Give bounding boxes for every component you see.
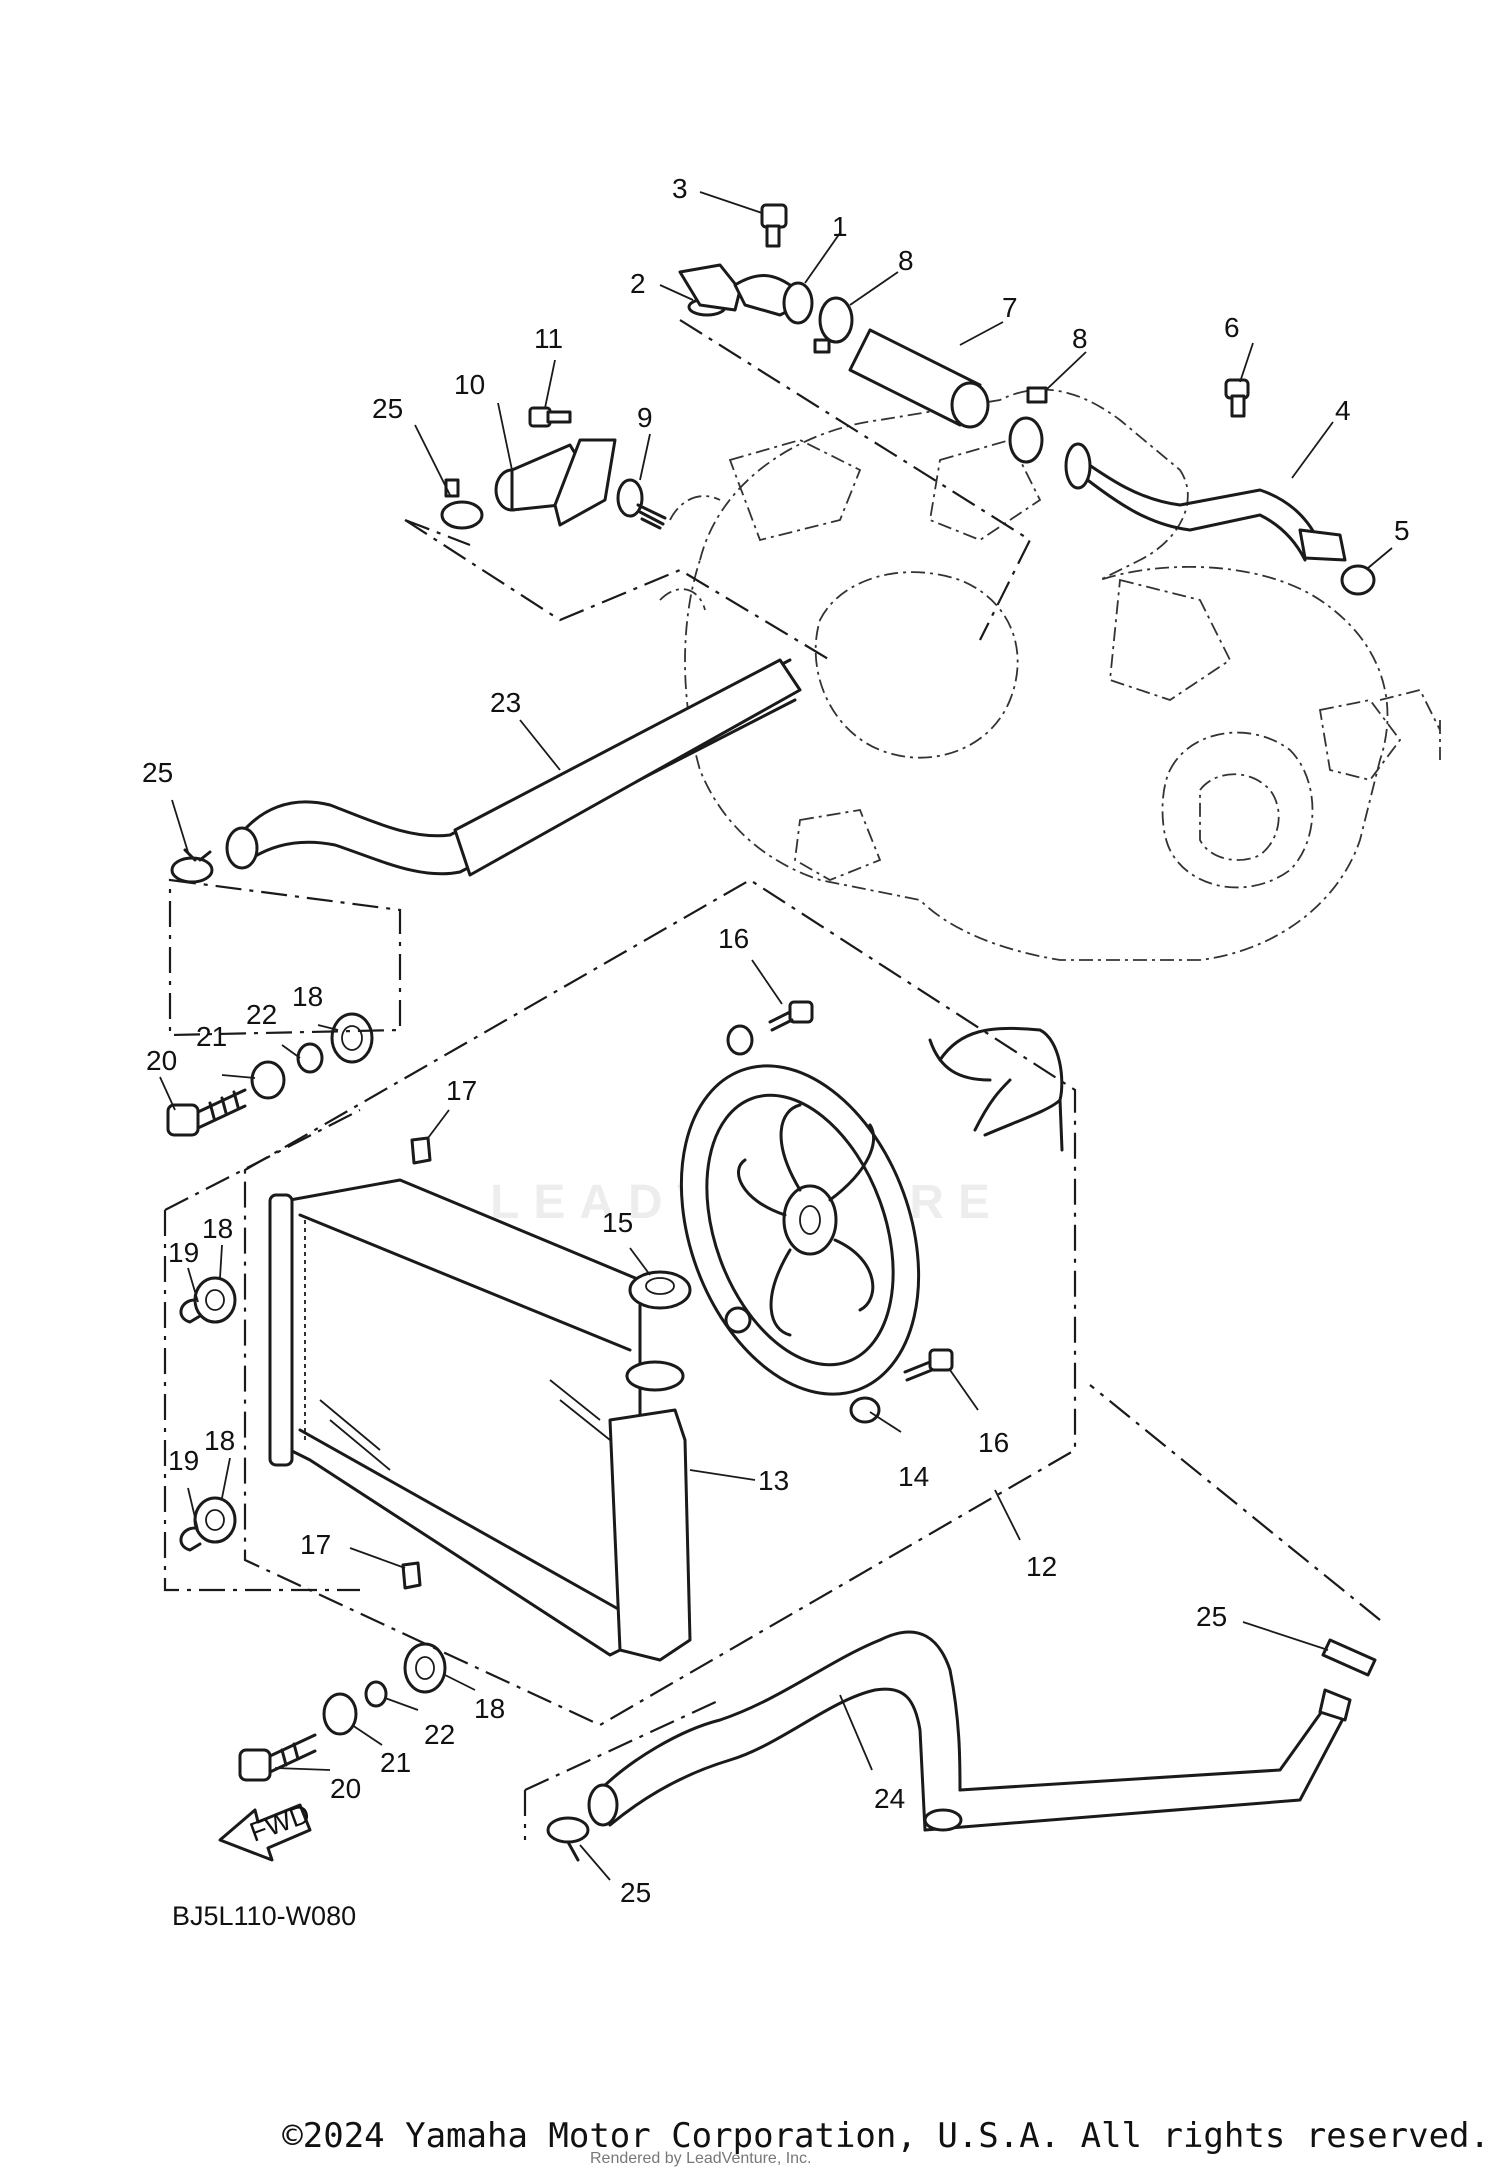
hose-clamp-part-8a xyxy=(813,296,854,354)
hose-clamp-part-8b xyxy=(1008,386,1048,464)
bolt-part-6 xyxy=(1224,378,1250,418)
nut-clip-part-17b xyxy=(401,1561,422,1590)
callout-14: 14 xyxy=(898,1461,929,1492)
thermostat-part-9 xyxy=(616,478,667,530)
nut-clip-part-17a xyxy=(410,1136,432,1165)
o-ring-part-5 xyxy=(1340,564,1376,596)
clamp-part-25d xyxy=(546,1816,590,1862)
callout-22a: 22 xyxy=(246,999,277,1030)
callout-6: 6 xyxy=(1224,312,1240,343)
callout-9: 9 xyxy=(637,402,653,433)
leader-lines xyxy=(159,191,1393,1881)
callout-7: 7 xyxy=(1002,292,1018,323)
callout-17a: 17 xyxy=(446,1075,477,1106)
callout-16a: 16 xyxy=(718,923,749,954)
callout-24: 24 xyxy=(874,1783,905,1814)
callout-18a: 18 xyxy=(292,981,323,1012)
callout-4: 4 xyxy=(1335,395,1351,426)
pipe-part-4 xyxy=(1064,442,1347,562)
callout-25d: 25 xyxy=(620,1877,651,1908)
callout-13: 13 xyxy=(758,1465,789,1496)
radiator-part-13 xyxy=(268,1178,692,1662)
bolt-part-3 xyxy=(760,203,788,248)
callout-17b: 17 xyxy=(300,1529,331,1560)
callout-25a: 25 xyxy=(372,393,403,424)
callout-19a: 19 xyxy=(168,1237,199,1268)
callout-15: 15 xyxy=(602,1207,633,1238)
upper-hose-part-23 xyxy=(225,658,802,877)
outlet-elbow-part-1 xyxy=(678,263,814,325)
callout-18d: 18 xyxy=(474,1693,505,1724)
copyright-notice: ©2024 Yamaha Motor Corporation, U.S.A. A… xyxy=(282,2116,1490,2156)
lower-hose-part-24 xyxy=(587,1630,1352,1832)
callout-18b: 18 xyxy=(202,1213,233,1244)
callout-20a: 20 xyxy=(146,1045,177,1076)
callout-20b: 20 xyxy=(330,1773,361,1804)
callout-12: 12 xyxy=(1026,1551,1057,1582)
clamp-part-25a xyxy=(440,478,484,530)
callout-25c: 25 xyxy=(1196,1601,1227,1632)
radiator-cap-part-15 xyxy=(625,1270,692,1392)
hose-part-7 xyxy=(848,328,990,429)
callout-21b: 21 xyxy=(380,1747,411,1778)
callout-8b: 8 xyxy=(1072,323,1088,354)
diagram-code: BJ5L110-W080 xyxy=(172,1901,356,1931)
callout-1: 1 xyxy=(832,211,848,242)
clip-part-19a xyxy=(179,1298,202,1324)
mount-grommet-part-18c xyxy=(193,1496,237,1544)
clamp-part-25c xyxy=(1321,1638,1377,1677)
callout-11: 11 xyxy=(534,323,563,354)
mount-stack-lower xyxy=(238,1642,447,1782)
callout-22b: 22 xyxy=(424,1719,455,1750)
clamp-part-25b xyxy=(170,848,214,884)
callout-25b: 25 xyxy=(142,757,173,788)
forward-direction-arrow: FWD xyxy=(218,1798,314,1862)
water-inlet-part-10 xyxy=(494,438,617,527)
bolt-part-11 xyxy=(528,406,572,428)
mount-stack-upper xyxy=(166,1012,374,1137)
rendered-by-notice: Rendered by LeadVenture, Inc. xyxy=(590,2150,812,2167)
callout-19b: 19 xyxy=(168,1445,199,1476)
callout-16b: 16 xyxy=(978,1427,1009,1458)
callout-2: 2 xyxy=(630,268,646,299)
callout-8a: 8 xyxy=(898,245,914,276)
callout-21a: 21 xyxy=(196,1021,227,1052)
fan-assembly-part-14 xyxy=(679,1024,1064,1424)
callout-10: 10 xyxy=(454,369,485,400)
callout-3: 3 xyxy=(672,173,688,204)
bolt-part-16b xyxy=(903,1348,954,1382)
mount-grommet-part-18b xyxy=(193,1276,237,1324)
callout-18c: 18 xyxy=(204,1425,235,1456)
bolt-part-16a xyxy=(768,1000,814,1032)
clip-part-19b xyxy=(179,1526,202,1552)
callout-23: 23 xyxy=(490,687,521,718)
callout-numbers: 1 2 3 4 5 6 7 8 8 9 10 11 25 23 25 16 18… xyxy=(142,173,1410,1908)
callout-5: 5 xyxy=(1394,515,1410,546)
assembly-group-lines xyxy=(163,319,1381,1840)
